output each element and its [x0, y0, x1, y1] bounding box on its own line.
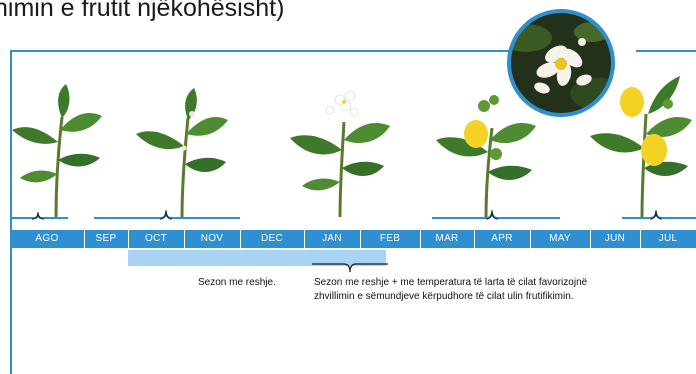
- rain-temp-label-line2: zhvillimin e sëmundjeve kërpudhore të ci…: [314, 290, 574, 304]
- plant-vegetative-icon: [10, 82, 105, 222]
- bracket-icon: [310, 262, 390, 276]
- month-label: MAR: [420, 230, 474, 248]
- month-label: JUL: [640, 230, 696, 248]
- page-title: himin e frutit njëkohësisht): [0, 0, 284, 23]
- month-label: FEB: [360, 230, 420, 248]
- frame-top-border-right: [636, 50, 696, 52]
- rain-season-label: Sezon me reshje.: [198, 276, 276, 290]
- plant-flowering-icon: [284, 82, 394, 222]
- bracket-icon: [10, 206, 696, 226]
- rain-temp-label-line1: Sezon me reshje + me temperatura të lart…: [314, 276, 587, 290]
- month-label: OCT: [128, 230, 184, 248]
- month-label: SEP: [84, 230, 128, 248]
- plant-budding-icon: [130, 88, 230, 223]
- month-label: JAN: [304, 230, 360, 248]
- frame-top-border: [10, 50, 520, 52]
- month-label: AGO: [10, 230, 84, 248]
- rain-season-bar: [128, 250, 320, 266]
- month-label: MAY: [530, 230, 590, 248]
- month-label: DEC: [240, 230, 304, 248]
- month-label: NOV: [184, 230, 240, 248]
- lemon-flower-photo-icon: [506, 8, 616, 118]
- month-label: JUN: [590, 230, 640, 248]
- month-label: APR: [474, 230, 530, 248]
